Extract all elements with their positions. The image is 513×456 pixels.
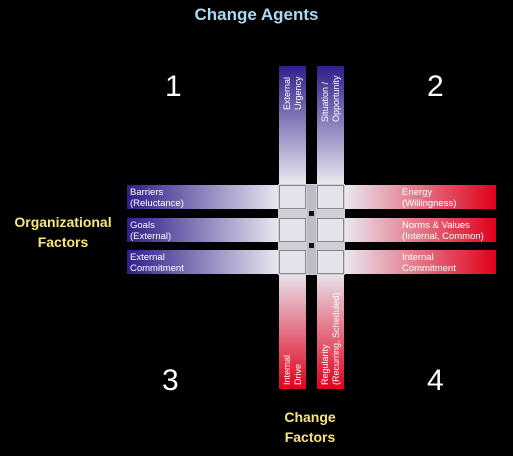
external-urgency-label: External Urgency (282, 76, 303, 110)
barriers-line2: (Reluctance) (130, 198, 184, 209)
norms-values-line1: Norms & Values (402, 220, 470, 231)
grid-dot (309, 211, 314, 216)
grid-cell (279, 250, 306, 274)
bar-goals: Goals (External) (127, 218, 279, 242)
quadrant-3-number: 3 (162, 364, 179, 397)
organizational-factors-line2: Factors (37, 234, 89, 250)
change-factors-label: Change Factors (260, 407, 360, 447)
goals-line1: Goals (130, 220, 155, 231)
center-grid (278, 184, 345, 275)
organizational-factors-line1: Organizational (14, 214, 112, 230)
quadrant-1-number: 1 (165, 70, 182, 103)
grid-cell (317, 185, 344, 209)
external-commitment-line2: Commitment (130, 263, 184, 274)
grid-cell (317, 218, 344, 242)
vertical-bar-situation-opportunity: Situation / Opportunity (317, 66, 344, 184)
bar-barriers: Barriers (Reluctance) (127, 185, 279, 209)
barriers-line1: Barriers (130, 187, 164, 198)
change-factors-line2: Factors (284, 429, 336, 445)
bar-external-commitment: External Commitment (127, 250, 279, 274)
internal-commitment-line2: Commitment (402, 263, 456, 274)
goals-line2: (External) (130, 231, 172, 242)
external-commitment-line1: External (130, 252, 165, 263)
vertical-bar-external-urgency: External Urgency (279, 66, 306, 184)
situation-opportunity-label: Situation / Opportunity (320, 75, 341, 122)
bar-norms-values: Norms & Values (Internal, Common) (344, 218, 496, 242)
bar-internal-commitment: Internal Commitment (344, 250, 496, 274)
grid-cell (279, 185, 306, 209)
grid-gap-vertical (307, 185, 316, 274)
vertical-bar-regularity: Regularity (Recurring, Scheduled) (317, 271, 344, 389)
vertical-bar-internal-drive: Internal Drive (279, 271, 306, 389)
grid-dot (309, 243, 314, 248)
internal-drive-label: Internal Drive (282, 354, 303, 385)
grid-cell (317, 250, 344, 274)
internal-commitment-line1: Internal (402, 252, 434, 263)
quadrant-2-number: 2 (427, 70, 444, 103)
energy-line1: Energy (402, 187, 433, 198)
change-factors-line1: Change (284, 409, 336, 425)
bar-energy: Energy (Willingness) (344, 185, 496, 209)
change-agents-title: Change Agents (194, 5, 319, 24)
grid-cell (279, 218, 306, 242)
energy-line2: (Willingness) (402, 198, 457, 209)
norms-values-line2: (Internal, Common) (402, 231, 484, 242)
organizational-factors-label: Organizational Factors (8, 212, 118, 252)
regularity-label: Regularity (Recurring, Scheduled) (320, 292, 341, 385)
quadrant-4-number: 4 (427, 364, 444, 397)
